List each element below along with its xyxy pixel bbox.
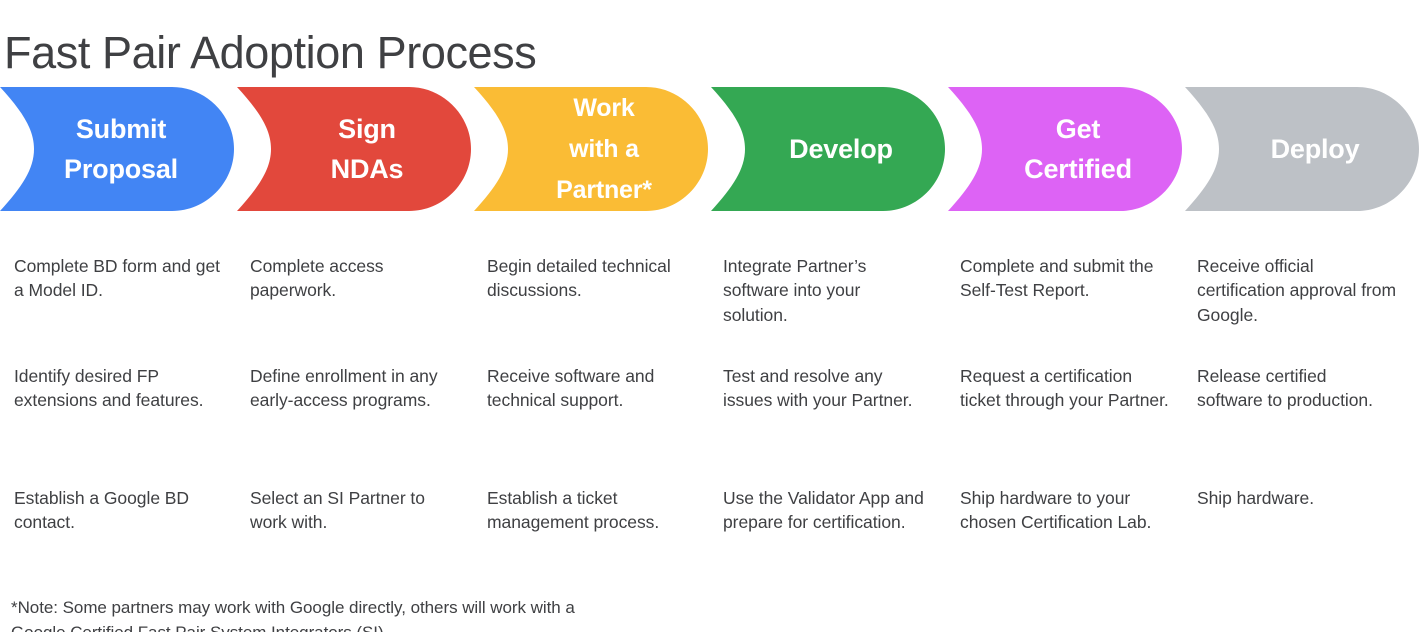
detail-item: Ship hardware.: [1197, 487, 1315, 508]
detail-item: Ship hardware to your chosen Certificati…: [960, 487, 1152, 533]
chevron-path: [1185, 87, 1419, 211]
stage-label-get-certified: Get Certified: [1024, 114, 1132, 184]
stage-chevron-submit-proposal[interactable]: Submit Proposal: [0, 87, 234, 211]
detail-item: Receive software and technical support.: [487, 365, 655, 411]
stage-label-sign-ndas: Sign NDAs: [330, 114, 404, 184]
detail-item: Request a certification ticket through y…: [960, 365, 1169, 411]
stage-chevron-develop[interactable]: Develop: [711, 87, 945, 211]
chevron-shape-icon: [0, 87, 234, 211]
footnote-text: *Note: Some partners may work with Googl…: [11, 598, 575, 632]
detail-item: Establish a ticket management process.: [487, 487, 660, 533]
stage-label-develop: Develop: [789, 134, 893, 164]
detail-item: Complete BD form and get a Model ID.: [14, 255, 220, 301]
chevron-shape-icon: [237, 87, 471, 211]
chevron-shape-icon: [1185, 87, 1419, 211]
stage-chevron-deploy[interactable]: Deploy: [1185, 87, 1419, 211]
chevron-path: [948, 87, 1182, 211]
chevron-path: [474, 87, 708, 211]
detail-item: Use the Validator App and prepare for ce…: [723, 487, 924, 533]
stage-label-submit-proposal: Submit Proposal: [64, 114, 178, 184]
chevron-shape-icon: [474, 87, 708, 211]
detail-item: Establish a Google BD contact.: [14, 487, 190, 533]
stage-chevron-sign-ndas[interactable]: Sign NDAs: [237, 87, 471, 211]
detail-item: Test and resolve any issues with your Pa…: [723, 365, 913, 411]
stage-chevron-get-certified[interactable]: Get Certified: [948, 87, 1182, 211]
detail-item: Complete access paperwork.: [250, 255, 384, 301]
detail-item: Complete and submit the Self-Test Report…: [960, 255, 1154, 301]
detail-item: Identify desired FP extensions and featu…: [14, 365, 204, 411]
detail-item: Release certified software to production…: [1197, 365, 1373, 411]
chevron-shape-icon: [711, 87, 945, 211]
stage-details-grid: Complete BD form and get a Model ID. Ide…: [0, 236, 1423, 548]
stage-chevron-work-with-a-partner[interactable]: Work with a Partner*: [474, 87, 708, 211]
detail-item: Define enrollment in any early-access pr…: [250, 365, 438, 411]
chevron-path: [711, 87, 945, 211]
detail-item: Receive official certification approval …: [1197, 255, 1397, 325]
page-title: Fast Pair Adoption Process: [4, 27, 537, 79]
chevron-path: [0, 87, 234, 211]
detail-item: Integrate Partner’s software into your s…: [723, 255, 867, 325]
detail-item: Select an SI Partner to work with.: [250, 487, 425, 533]
chevron-shape-icon: [948, 87, 1182, 211]
stage-label-work-with-a-partner: Work with a Partner*: [556, 93, 652, 204]
stage-label-deploy: Deploy: [1270, 134, 1360, 164]
chevron-path: [237, 87, 471, 211]
detail-item: Begin detailed technical discussions.: [487, 255, 671, 301]
process-stage-band: Submit Proposal Sign NDAs Work with a Pa…: [0, 87, 1423, 211]
